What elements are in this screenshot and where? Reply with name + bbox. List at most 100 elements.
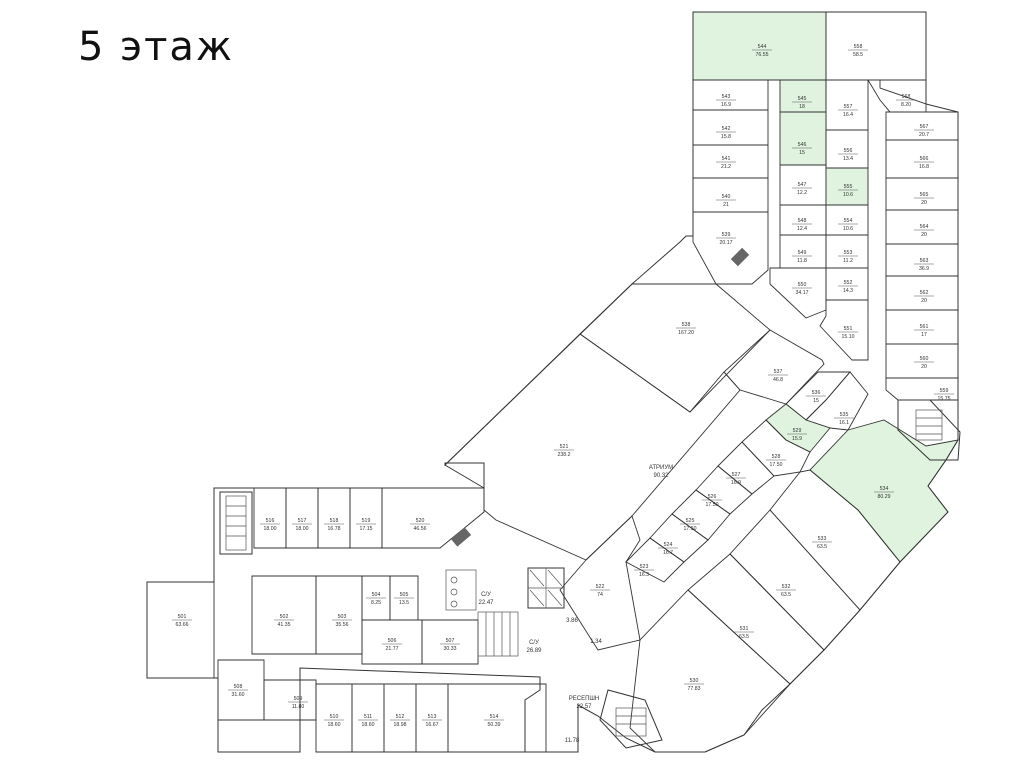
room-area: 18.60 (328, 722, 341, 728)
room-outline[interactable] (625, 537, 685, 583)
room-area: 34.17 (796, 290, 809, 296)
room-outline[interactable] (629, 589, 791, 753)
room-number: 527 (732, 472, 741, 478)
room-number: 501 (178, 614, 187, 620)
room-outline[interactable] (779, 111, 827, 166)
room-outline[interactable] (263, 679, 317, 721)
room-area: 11.2 (843, 258, 853, 264)
room-outline[interactable] (695, 465, 753, 515)
room-outline[interactable] (421, 619, 479, 665)
room-outline[interactable] (559, 515, 641, 651)
room-outline[interactable] (819, 299, 869, 361)
room-outline[interactable] (825, 11, 927, 81)
room-outline[interactable] (649, 513, 709, 563)
room-outline[interactable] (692, 144, 769, 179)
atrium-label: АТРИУМ (649, 465, 673, 471)
atrium-area: 90.32 (653, 473, 669, 479)
room-outline[interactable] (671, 489, 731, 541)
room-outline[interactable] (687, 553, 825, 685)
room-outline[interactable] (579, 283, 771, 413)
room-area: 15.75 (938, 396, 951, 402)
wc-label-1: С/У (481, 592, 491, 598)
room-outline[interactable] (769, 267, 827, 319)
room-area: 20 (921, 298, 927, 304)
room-outline[interactable] (867, 79, 927, 113)
room-outline[interactable] (692, 177, 769, 213)
room-area: 80.29 (878, 494, 891, 500)
room-number: 513 (428, 714, 437, 720)
room-area: 13.5 (399, 600, 409, 606)
room-outline[interactable] (692, 211, 769, 285)
room-outline[interactable] (723, 329, 825, 405)
room-number: 516 (266, 518, 275, 524)
room-outline[interactable] (729, 509, 861, 651)
room-outline[interactable] (146, 581, 215, 679)
room-outline[interactable] (381, 487, 485, 549)
room-area: 17.15 (360, 526, 373, 532)
room-outline[interactable] (717, 441, 775, 495)
